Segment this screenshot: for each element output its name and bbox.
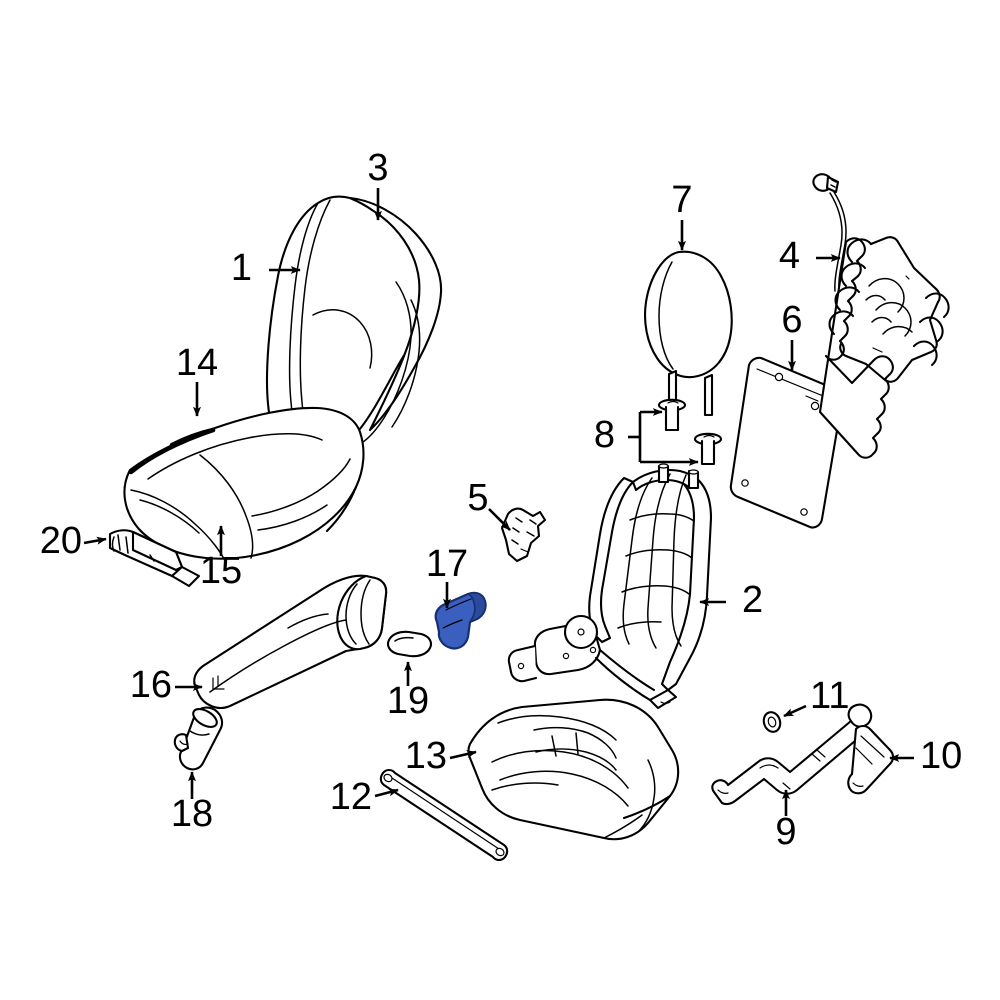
- callout-label-6: 6: [781, 299, 802, 341]
- part-back-bracket-clip: [500, 507, 547, 563]
- part-rod-bushing-grommet: [762, 711, 782, 733]
- callout-label-4: 4: [779, 235, 800, 277]
- guide-bolt-upper: [657, 398, 687, 432]
- part-recliner-release-handle-highlighted: [434, 591, 487, 650]
- part-cushion-rod: [379, 768, 509, 862]
- part-headrest-guide-bolts: [657, 398, 723, 466]
- part-seat-heater-element: [812, 173, 950, 459]
- callout-label-1: 1: [231, 247, 252, 289]
- part-seat-back-frame: [507, 463, 713, 710]
- callout-label-3: 3: [367, 147, 388, 189]
- part-seat-cushion-cover: [123, 406, 365, 564]
- part-seat-belt-buckle: [108, 529, 201, 588]
- part-seat-track-knob: [173, 706, 224, 771]
- part-trim-cap: [386, 630, 433, 658]
- callout-label-19: 19: [387, 680, 429, 722]
- callout-label-8: 8: [594, 414, 615, 456]
- callout-label-5: 5: [467, 477, 488, 519]
- callout-label-9: 9: [775, 811, 796, 853]
- part-adjust-handle-lever: [847, 724, 895, 795]
- callout-label-11: 11: [810, 675, 849, 717]
- guide-bolt-lower: [693, 432, 723, 466]
- part-cushion-foam-pad: [467, 698, 680, 841]
- callout-label-10: 10: [920, 735, 962, 777]
- callout-labels: 1 2 3 4 5 6 7 8 9 10 11 12 13 14 15 16 1…: [40, 147, 963, 853]
- part-seat-back-panel: [729, 356, 844, 529]
- part-headrest: [643, 250, 733, 417]
- callout-label-7: 7: [671, 179, 692, 221]
- callout-label-14: 14: [176, 342, 218, 384]
- callout-label-17: 17: [426, 543, 468, 585]
- callout-label-20: 20: [40, 520, 82, 562]
- callout-label-15: 15: [200, 550, 242, 592]
- callout-label-16: 16: [130, 664, 172, 706]
- callout-label-13: 13: [405, 735, 447, 777]
- callout-label-2: 2: [742, 579, 763, 621]
- callout-label-18: 18: [171, 793, 213, 835]
- part-adjuster-rod-bent: [711, 703, 873, 806]
- part-side-shield-trim: [193, 574, 388, 709]
- callout-label-12: 12: [330, 776, 372, 818]
- callout-leaders: [83, 188, 914, 816]
